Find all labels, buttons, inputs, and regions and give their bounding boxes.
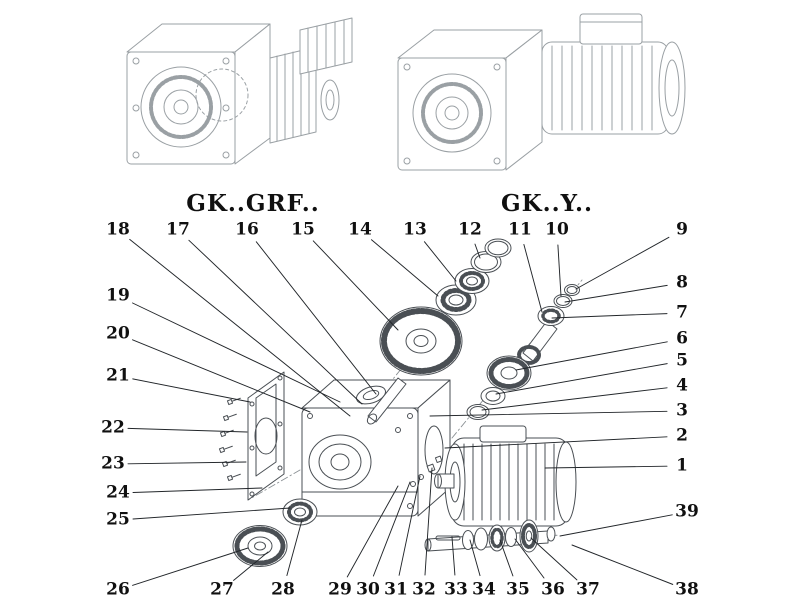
callout-38: 38 [673,579,701,600]
callout-31: 31 [382,579,410,600]
leader-line-23 [127,461,247,465]
callout-24: 24 [104,482,132,503]
callout-36: 36 [539,579,567,600]
leader-line-24 [132,487,263,493]
leader-line-3 [429,410,668,417]
leader-line-33 [451,536,456,576]
leader-line-22 [127,427,248,433]
leader-line-7 [551,313,668,319]
callout-5: 5 [674,350,690,371]
variant-title-gk-grf: GK..GRF.. [186,190,320,217]
pinion-assembly [517,284,580,365]
callout-17: 17 [164,219,192,240]
motor [434,425,577,527]
leader-line-8 [564,284,668,303]
leader-line-21 [132,378,251,403]
callout-34: 34 [470,579,498,600]
leader-line-15 [312,240,399,331]
callout-3: 3 [674,400,690,421]
callout-35: 35 [504,579,532,600]
callout-6: 6 [674,328,690,349]
callout-27: 27 [208,579,236,600]
callout-7: 7 [674,302,690,323]
leader-line-2 [444,436,668,449]
callout-32: 32 [410,579,438,600]
callout-21: 21 [104,365,132,386]
leader-line-34 [469,539,481,577]
leader-line-1 [544,465,668,469]
leader-line-5 [495,363,668,395]
leader-line-12 [474,243,481,259]
callout-10: 10 [543,219,571,240]
callout-4: 4 [674,375,690,396]
callout-23: 23 [99,453,127,474]
leader-line-18 [129,238,351,417]
leader-line-10 [557,244,562,297]
callout-2: 2 [674,425,690,446]
leader-line-36 [514,538,545,579]
callout-28: 28 [269,579,297,600]
leader-line-38 [571,544,674,585]
callout-39: 39 [673,501,701,522]
output-shaft-assembly [424,519,556,553]
leader-line-19 [131,302,341,403]
callout-22: 22 [99,417,127,438]
leader-line-29 [346,485,399,578]
leader-line-16 [255,241,377,395]
gk-y-illustration [397,13,686,171]
leader-line-14 [371,239,439,297]
leader-line-13 [423,241,457,282]
callout-1: 1 [674,455,690,476]
leader-line-35 [499,539,514,577]
callout-25: 25 [104,509,132,530]
callout-14: 14 [346,219,374,240]
output-ring-gear [232,525,288,567]
leader-line-27 [233,551,269,581]
flange-bolts [218,397,241,482]
callout-16: 16 [233,219,261,240]
input-gear [379,306,463,376]
leader-line-11 [523,244,543,313]
leader-line-26 [131,547,249,586]
callout-33: 33 [442,579,470,600]
callout-37: 37 [574,579,602,600]
callout-26: 26 [104,579,132,600]
leader-lines [127,236,674,586]
callout-29: 29 [326,579,354,600]
leader-line-37 [530,537,578,581]
callout-13: 13 [401,219,429,240]
callout-20: 20 [104,323,132,344]
leader-line-28 [286,519,303,576]
housing [301,379,451,517]
leader-line-20 [131,339,311,413]
flange-plate [247,371,285,501]
callout-12: 12 [456,219,484,240]
small-fasteners [410,455,443,487]
gk-grf-illustration [126,17,353,165]
callout-19: 19 [104,285,132,306]
variant-title-gk-y: GK..Y.. [500,190,594,217]
leader-line-9 [575,236,670,290]
leader-line-32 [424,467,433,576]
leader-line-25 [132,507,291,520]
callout-18: 18 [104,219,132,240]
callout-30: 30 [354,579,382,600]
leader-line-31 [398,475,421,576]
callout-9: 9 [674,219,690,240]
leader-line-39 [559,514,673,537]
input-bearings-rings [435,238,512,316]
leader-line-17 [188,239,363,405]
callout-11: 11 [506,219,534,240]
leader-line-6 [515,341,668,371]
leader-line-4 [481,387,668,411]
exploded-view [218,238,583,567]
input-shaft [366,377,407,425]
callout-15: 15 [289,219,317,240]
leader-line-30 [372,481,411,577]
intermediate-gear-set [466,355,532,420]
callout-8: 8 [674,272,690,293]
output-bearing [282,498,318,526]
